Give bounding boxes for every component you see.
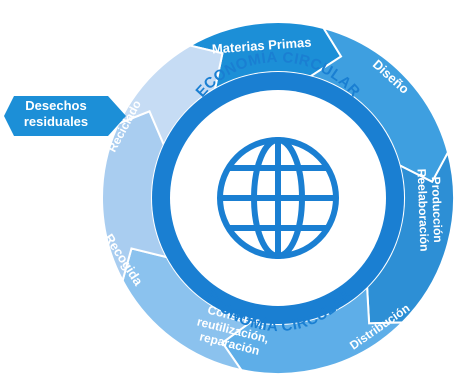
side-tag-shape	[4, 96, 126, 136]
side-tag-line-2: residuales	[24, 114, 88, 129]
label-produccion-line-1: Producción	[429, 176, 445, 242]
globe-icon	[217, 137, 339, 259]
side-tag-desechos: Desechos residuales	[4, 96, 126, 136]
label-produccion: ProducciónReelaboración	[415, 168, 446, 252]
label-materias-primas-line-1: Materias Primas	[211, 35, 312, 57]
label-produccion-line-2: Reelaboración	[415, 169, 432, 252]
side-tag-line-1: Desechos	[25, 98, 86, 113]
label-consumo: Consumo,reutilización,reparación	[192, 301, 273, 359]
label-materias-primas: Materias Primas	[211, 35, 312, 57]
